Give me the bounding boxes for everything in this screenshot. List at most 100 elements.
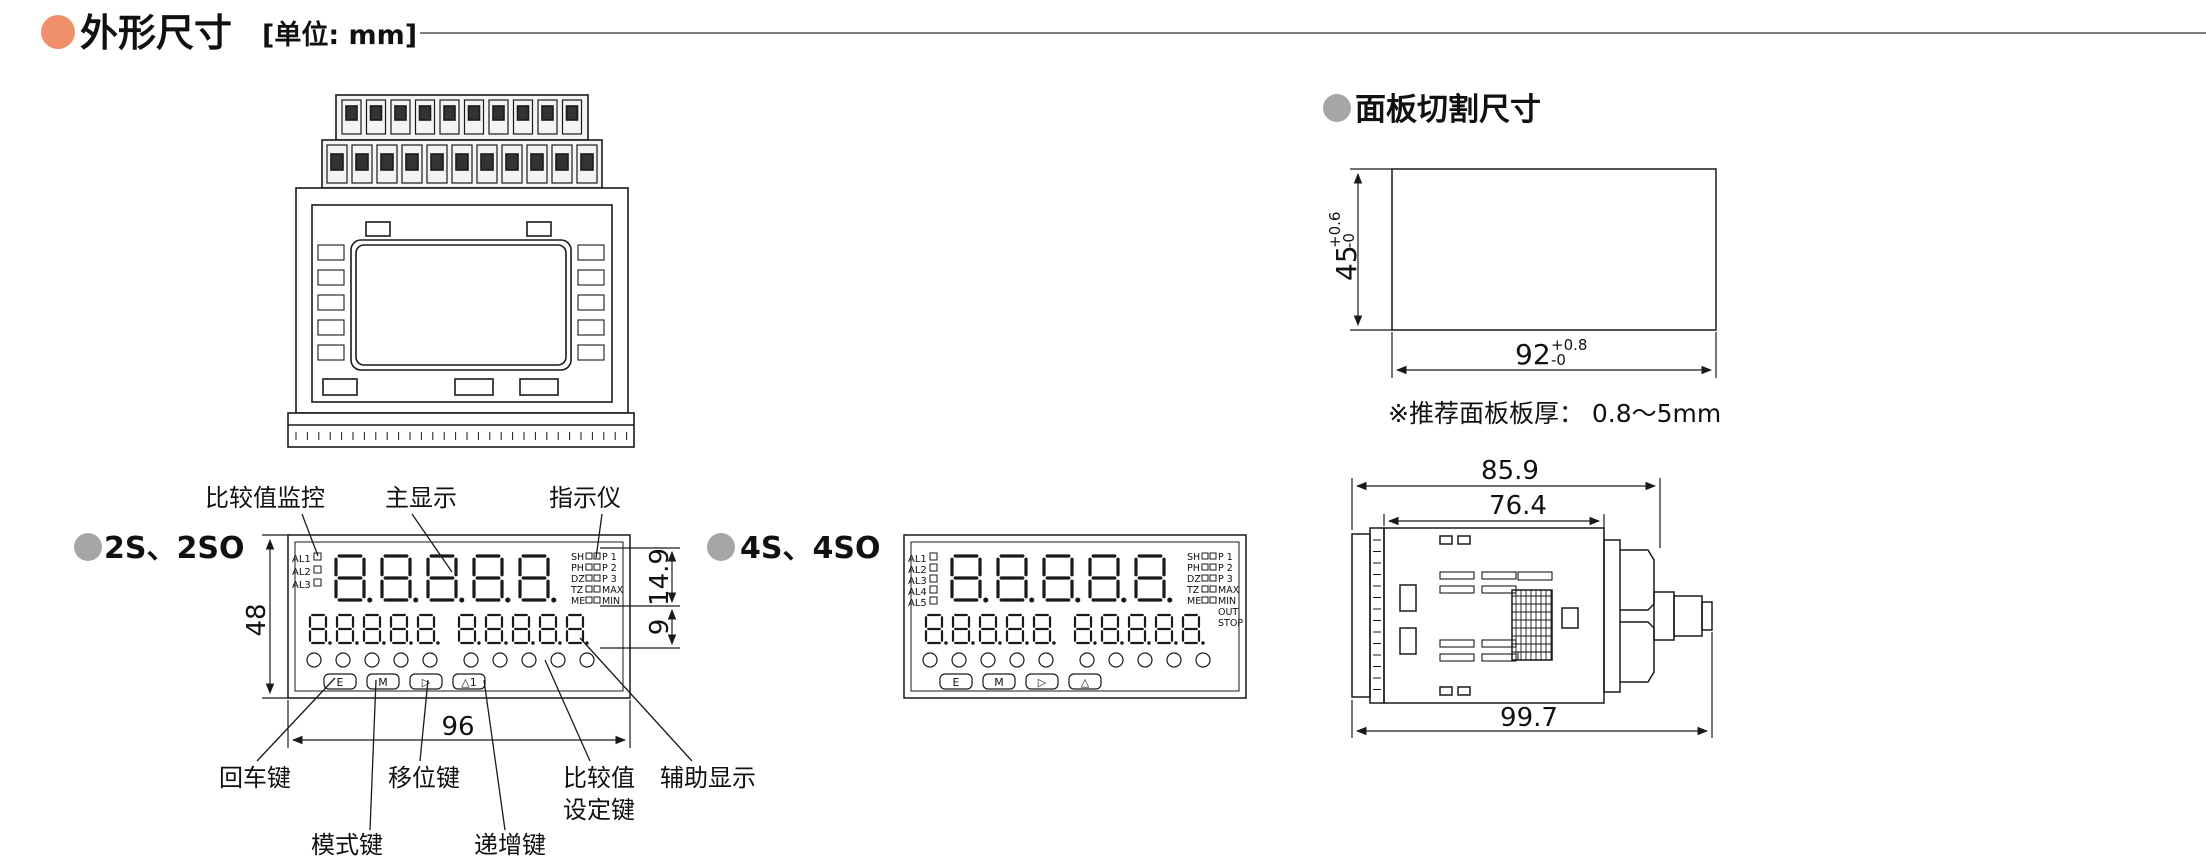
dim-height-48: 48 bbox=[242, 603, 272, 636]
callout-aux-display: 辅助显示 bbox=[660, 764, 756, 792]
compare-led bbox=[335, 652, 351, 668]
compare-led bbox=[550, 652, 566, 668]
increment-key[interactable]: △ bbox=[1068, 673, 1102, 690]
terminal-hole bbox=[505, 153, 519, 171]
dim-aux-9: 9 bbox=[645, 619, 675, 636]
indicator-label: ME bbox=[571, 596, 585, 607]
terminal-screw bbox=[551, 144, 573, 184]
compare-led bbox=[1108, 652, 1124, 668]
terminal-hole bbox=[330, 153, 344, 171]
callout-enter-key: 回车键 bbox=[219, 764, 291, 792]
terminal-screw bbox=[401, 144, 423, 184]
terminal-screw bbox=[439, 99, 460, 135]
cut-width-main: 92 bbox=[1515, 338, 1551, 371]
section-header: 外形尺寸 [单位: mm] bbox=[41, 11, 2206, 55]
terminal-screw bbox=[351, 144, 373, 184]
indicator-label: MAX bbox=[1218, 585, 1240, 596]
callout-mode-key: 模式键 bbox=[311, 831, 383, 859]
cut-width-tol-minus: -0 bbox=[1551, 351, 1566, 369]
terminal-screw bbox=[526, 144, 548, 184]
terminal-screw bbox=[537, 99, 558, 135]
indicator-label: MIN bbox=[602, 596, 620, 607]
compare-led bbox=[1137, 652, 1153, 668]
shift-key-label: ▷ bbox=[1038, 676, 1047, 689]
compare-led bbox=[521, 652, 537, 668]
gray-bullet-icon bbox=[1323, 94, 1351, 122]
terminal-hole bbox=[516, 105, 530, 121]
terminal-screw bbox=[326, 144, 348, 184]
terminal-hole bbox=[580, 153, 594, 171]
callout-compare-monitor: 比较值监控 bbox=[205, 484, 325, 512]
shift-key[interactable]: ▷ bbox=[1025, 673, 1059, 690]
aux-display-2s bbox=[308, 613, 589, 645]
terminal-hole bbox=[355, 153, 369, 171]
compare-led bbox=[306, 652, 322, 668]
side-vents bbox=[317, 244, 605, 361]
mode-key[interactable]: M bbox=[366, 673, 400, 690]
indicator-label: DZ bbox=[571, 574, 585, 585]
terminal-hole bbox=[405, 153, 419, 171]
indicator-label: P 2 bbox=[602, 563, 617, 574]
callout-indicator: 指示仪 bbox=[549, 484, 621, 512]
alarm-label: AL2 bbox=[292, 567, 311, 578]
terminal-screw bbox=[463, 99, 485, 135]
cut-height-tol-minus: -0 bbox=[1340, 233, 1358, 248]
callout-compare-set-2: 设定键 bbox=[563, 796, 635, 824]
alarm-label: AL4 bbox=[908, 587, 927, 598]
indicator-label: P 1 bbox=[1218, 552, 1233, 563]
terminal-hole bbox=[369, 105, 383, 121]
dim-overall-width: 85.9 bbox=[1481, 456, 1539, 486]
terminal-screw bbox=[341, 99, 362, 135]
increment-key-label: △1 bbox=[461, 676, 476, 689]
dims-2s bbox=[262, 534, 680, 748]
side-dims bbox=[1351, 478, 1713, 738]
enter-key-label: E bbox=[953, 676, 960, 689]
alarm-label: AL3 bbox=[908, 576, 927, 587]
mode-key-label: M bbox=[378, 676, 388, 689]
terminal-hole bbox=[565, 105, 579, 121]
main-display-4s bbox=[950, 554, 1173, 603]
terminal-screw bbox=[576, 144, 598, 184]
aux-display-4s bbox=[924, 613, 1205, 645]
enter-key[interactable]: E bbox=[323, 673, 357, 690]
panel-cut-title: 面板切割尺寸 bbox=[1355, 92, 1541, 128]
compare-led bbox=[463, 652, 479, 668]
terminal-hole bbox=[530, 153, 544, 171]
enter-key[interactable]: E bbox=[939, 673, 973, 690]
compare-led bbox=[364, 652, 380, 668]
main-display-2s bbox=[334, 554, 557, 603]
callout-increment-key: 递增键 bbox=[474, 831, 546, 859]
terminal-screw bbox=[512, 99, 534, 135]
gray-bullet-icon bbox=[707, 533, 735, 561]
terminal-hole bbox=[418, 105, 432, 121]
shift-key[interactable]: ▷ bbox=[409, 673, 443, 690]
callout-main-display: 主显示 bbox=[385, 484, 457, 512]
orange-bullet-icon bbox=[41, 15, 75, 49]
dim-main-14-9: 14.9 bbox=[645, 548, 675, 606]
mode-key[interactable]: M bbox=[982, 673, 1016, 690]
front-2s-outer bbox=[287, 534, 631, 699]
indicator-label: TZ bbox=[1186, 585, 1200, 596]
terminal-screw bbox=[365, 99, 387, 135]
compare-led bbox=[1038, 652, 1054, 668]
cut-width-tol-plus: +0.8 bbox=[1551, 336, 1587, 354]
terminal-screw bbox=[390, 99, 411, 135]
front-4s-outer bbox=[903, 534, 1247, 699]
panel-cutout: 面板切割尺寸 45 +0.6 -0 92 +0.8 -0 ※推荐面板板厚： 0.… bbox=[1323, 92, 1721, 428]
compare-led bbox=[951, 652, 967, 668]
terminal-hole bbox=[443, 105, 456, 121]
indicator-label: SH bbox=[571, 552, 584, 563]
increment-key[interactable]: △1 bbox=[452, 673, 486, 690]
terminal-screw bbox=[451, 144, 473, 184]
alarm-label: AL5 bbox=[908, 598, 927, 609]
indicator-label: MAX bbox=[602, 585, 624, 596]
compare-led bbox=[1166, 652, 1182, 668]
terminal-strip-lower bbox=[326, 144, 598, 184]
alarm-label: AL3 bbox=[292, 580, 311, 591]
indicator-label: TZ bbox=[570, 585, 584, 596]
callout-compare-set-1: 比较值 bbox=[563, 764, 635, 792]
